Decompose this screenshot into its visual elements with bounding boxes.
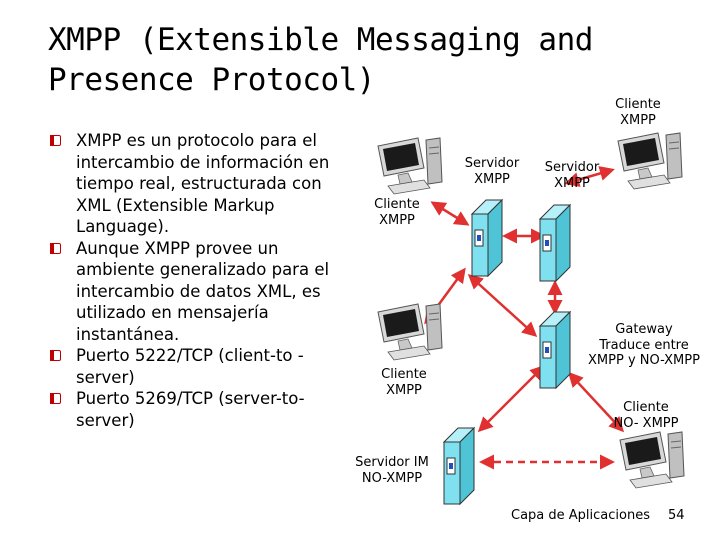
link-server-gateway-diag (467, 273, 538, 338)
link-server-b-client (564, 166, 615, 187)
link-lines (424, 166, 625, 470)
computer-icon (377, 303, 443, 361)
server-icon (471, 199, 503, 277)
link-gateway-noxmpp-client (567, 371, 625, 433)
title-line-2: Presence Protocol) (48, 62, 375, 98)
server-icon (443, 427, 475, 505)
title-line-1: XMPP (Extensible Messaging and (48, 22, 593, 58)
computer-icon (377, 137, 443, 195)
server-icon (539, 204, 571, 282)
bullet-list: XMPP es un protocolo para el intercambio… (48, 130, 348, 431)
page-number: 54 (668, 508, 685, 523)
computer-icon (619, 431, 685, 489)
bullet-item: XMPP es un protocolo para el intercambio… (48, 130, 348, 238)
footer-section: Capa de Aplicaciones (511, 508, 650, 523)
bullet-item: Puerto 5222/TCP (client-to -server) (48, 345, 348, 388)
server-icon (539, 311, 571, 389)
slide-title: XMPP (Extensible Messaging and Presence … (48, 20, 648, 100)
bullet-item: Aunque XMPP provee un ambiente generaliz… (48, 238, 348, 346)
link-client-server-a (430, 201, 470, 226)
bullet-item: Puerto 5269/TCP (server-to-server) (48, 388, 348, 431)
computer-icon (617, 132, 683, 190)
link-gateway-im-server (477, 364, 546, 433)
